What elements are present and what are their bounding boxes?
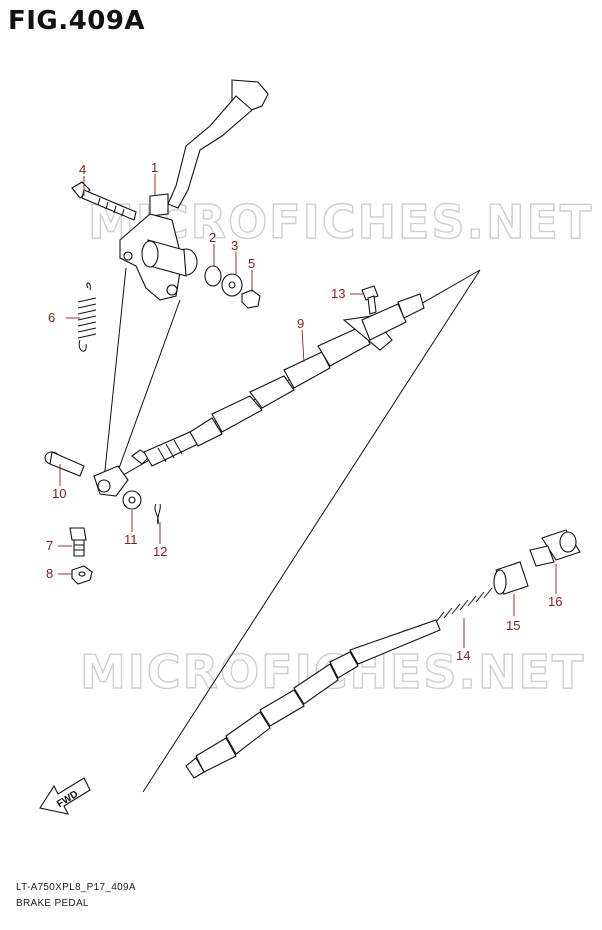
brake-cable-lower[interactable] <box>185 619 441 779</box>
callout-16: 16 <box>548 594 562 609</box>
cable-spring[interactable] <box>435 587 493 623</box>
washer[interactable] <box>221 273 243 297</box>
callout-6: 6 <box>48 310 55 325</box>
callout-numbers: 1 2 3 4 5 6 7 8 9 10 11 12 13 14 15 16 <box>46 160 562 663</box>
figure-subtitle: BRAKE PEDAL <box>16 898 89 909</box>
callout-10: 10 <box>52 486 66 501</box>
callout-3: 3 <box>231 238 238 253</box>
callout-2: 2 <box>209 230 216 245</box>
forward-direction-arrow: FWD <box>39 777 91 815</box>
clevis-washer[interactable] <box>122 490 142 510</box>
cotter-pin[interactable] <box>154 503 161 525</box>
pedal-assembly-lines <box>103 267 181 483</box>
callout-5: 5 <box>248 256 255 271</box>
callout-12: 12 <box>153 544 167 559</box>
callout-14: 14 <box>456 648 470 663</box>
figure-title: FIG.409A <box>8 6 146 36</box>
adjuster-nut[interactable] <box>71 565 93 585</box>
callout-8: 8 <box>46 566 53 581</box>
cable-bracket-bolt[interactable] <box>361 285 379 315</box>
callout-13: 13 <box>331 286 345 301</box>
callout-4: 4 <box>79 162 86 177</box>
adjuster-bolt[interactable] <box>69 527 87 557</box>
callout-7: 7 <box>46 538 53 553</box>
clevis-pin[interactable] <box>44 451 85 477</box>
callout-1: 1 <box>151 160 158 175</box>
cable-reference-triangle <box>117 269 481 793</box>
callout-9: 9 <box>297 316 304 331</box>
callout-11: 11 <box>124 532 138 547</box>
o-ring[interactable] <box>204 265 222 287</box>
callout-15: 15 <box>506 618 520 633</box>
pedal-nut[interactable] <box>241 289 261 309</box>
cable-collar[interactable] <box>493 561 529 595</box>
brake-cable[interactable] <box>131 293 425 467</box>
figure-code: LT-A750XPL8_P17_409A <box>16 882 136 893</box>
return-spring[interactable] <box>77 282 97 352</box>
callout-leaders <box>58 174 557 648</box>
pedal-pivot-bolt[interactable] <box>71 181 137 221</box>
brake-pedal[interactable] <box>119 79 269 301</box>
brake-lever-clevis[interactable] <box>93 465 129 497</box>
cable-end-fitting[interactable] <box>529 529 581 567</box>
